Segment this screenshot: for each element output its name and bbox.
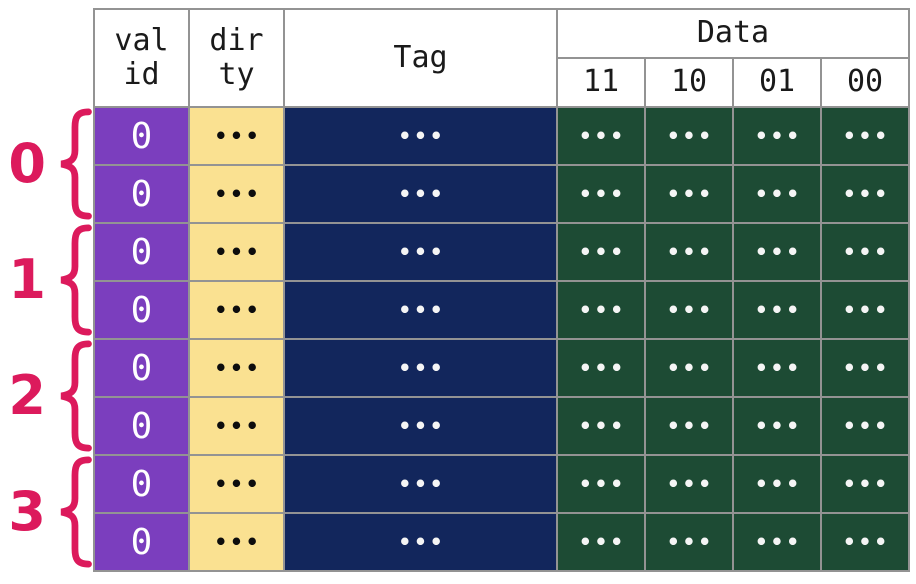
col-header-dirty: dir ty (188, 8, 285, 108)
col-header-word-00: 00 (820, 57, 910, 108)
set-group-0: 0 (0, 106, 93, 222)
dirty-cell: ••• (188, 338, 285, 398)
col-header-tag: Tag (283, 8, 558, 108)
valid-cell: 0 (93, 338, 190, 398)
set-group-2: 2 (0, 338, 93, 454)
dirty-cell: ••• (188, 396, 285, 456)
tag-cell: ••• (283, 512, 558, 572)
tag-cell: ••• (283, 454, 558, 514)
dirty-cell: ••• (188, 280, 285, 340)
valid-cell: 0 (93, 164, 190, 224)
set-index-label: 3 (8, 480, 46, 543)
set-index-label: 2 (8, 364, 46, 427)
data-word-cell: ••• (644, 396, 734, 456)
tag-cell: ••• (283, 106, 558, 166)
brace-icon (60, 456, 92, 568)
data-word-cell: ••• (556, 222, 646, 282)
brace-icon (60, 108, 92, 220)
set-index-label: 0 (8, 132, 46, 195)
valid-cell: 0 (93, 512, 190, 572)
tag-cell: ••• (283, 338, 558, 398)
valid-cell: 0 (93, 280, 190, 340)
tag-cell: ••• (283, 164, 558, 224)
data-word-cell: ••• (644, 280, 734, 340)
data-word-cell: ••• (556, 338, 646, 398)
valid-cell: 0 (93, 106, 190, 166)
valid-cell: 0 (93, 454, 190, 514)
valid-cell: 0 (93, 396, 190, 456)
dirty-cell: ••• (188, 454, 285, 514)
data-word-cell: ••• (732, 338, 822, 398)
data-word-cell: ••• (820, 280, 910, 340)
data-word-cell: ••• (556, 106, 646, 166)
dirty-cell: ••• (188, 512, 285, 572)
data-word-cell: ••• (820, 222, 910, 282)
data-word-cell: ••• (732, 164, 822, 224)
data-word-cell: ••• (644, 512, 734, 572)
brace-icon (60, 340, 92, 452)
data-word-cell: ••• (820, 106, 910, 166)
data-word-cell: ••• (820, 396, 910, 456)
data-word-cell: ••• (820, 512, 910, 572)
dirty-cell: ••• (188, 164, 285, 224)
col-header-data: Data (556, 8, 910, 59)
col-header-word-10: 10 (644, 57, 734, 108)
data-word-cell: ••• (556, 280, 646, 340)
col-header-valid-line1: val (114, 22, 169, 58)
cache-line-row: 0 ••• ••• ••• ••• ••• ••• (93, 106, 910, 166)
cache-line-row: 0 ••• ••• ••• ••• ••• ••• (93, 280, 910, 340)
set-group-1: 1 (0, 222, 93, 338)
data-word-cell: ••• (644, 222, 734, 282)
col-header-word-01: 01 (732, 57, 822, 108)
data-word-cell: ••• (644, 106, 734, 166)
brace-icon (60, 224, 92, 336)
cache-line-row: 0 ••• ••• ••• ••• ••• ••• (93, 512, 910, 572)
tag-cell: ••• (283, 280, 558, 340)
data-word-cell: ••• (820, 338, 910, 398)
data-word-cell: ••• (820, 454, 910, 514)
data-word-cell: ••• (732, 222, 822, 282)
cache-line-row: 0 ••• ••• ••• ••• ••• ••• (93, 338, 910, 398)
dirty-cell: ••• (188, 222, 285, 282)
cache-table: val id dir ty Tag Data 11 10 01 00 0 •••… (93, 8, 910, 572)
col-header-dirty-line2: ty (218, 57, 255, 92)
valid-cell: 0 (93, 222, 190, 282)
data-word-cell: ••• (732, 512, 822, 572)
data-word-cell: ••• (556, 512, 646, 572)
tag-cell: ••• (283, 222, 558, 282)
data-word-cell: ••• (732, 280, 822, 340)
header-row-words: 11 10 01 00 (94, 57, 910, 108)
col-header-dirty-line1: dir (209, 22, 264, 58)
col-header-word-11: 11 (556, 57, 646, 108)
data-word-cell: ••• (732, 454, 822, 514)
data-word-cell: ••• (644, 164, 734, 224)
set-group-3: 3 (0, 454, 93, 570)
data-word-cell: ••• (732, 396, 822, 456)
data-word-cell: ••• (556, 454, 646, 514)
col-header-valid: val id (93, 8, 190, 108)
cache-line-row: 0 ••• ••• ••• ••• ••• ••• (93, 222, 910, 282)
cache-line-row: 0 ••• ••• ••• ••• ••• ••• (93, 396, 910, 456)
header-row-top: val id dir ty Tag Data (93, 8, 910, 108)
data-word-cell: ••• (644, 454, 734, 514)
tag-cell: ••• (283, 396, 558, 456)
data-word-cell: ••• (644, 338, 734, 398)
data-word-cell: ••• (820, 164, 910, 224)
data-word-cell: ••• (556, 396, 646, 456)
data-word-cell: ••• (556, 164, 646, 224)
cache-line-row: 0 ••• ••• ••• ••• ••• ••• (93, 164, 910, 224)
data-word-cell: ••• (732, 106, 822, 166)
col-header-valid-line2: id (123, 57, 160, 92)
set-index-label: 1 (8, 248, 46, 311)
cache-line-row: 0 ••• ••• ••• ••• ••• ••• (93, 454, 910, 514)
dirty-cell: ••• (188, 106, 285, 166)
